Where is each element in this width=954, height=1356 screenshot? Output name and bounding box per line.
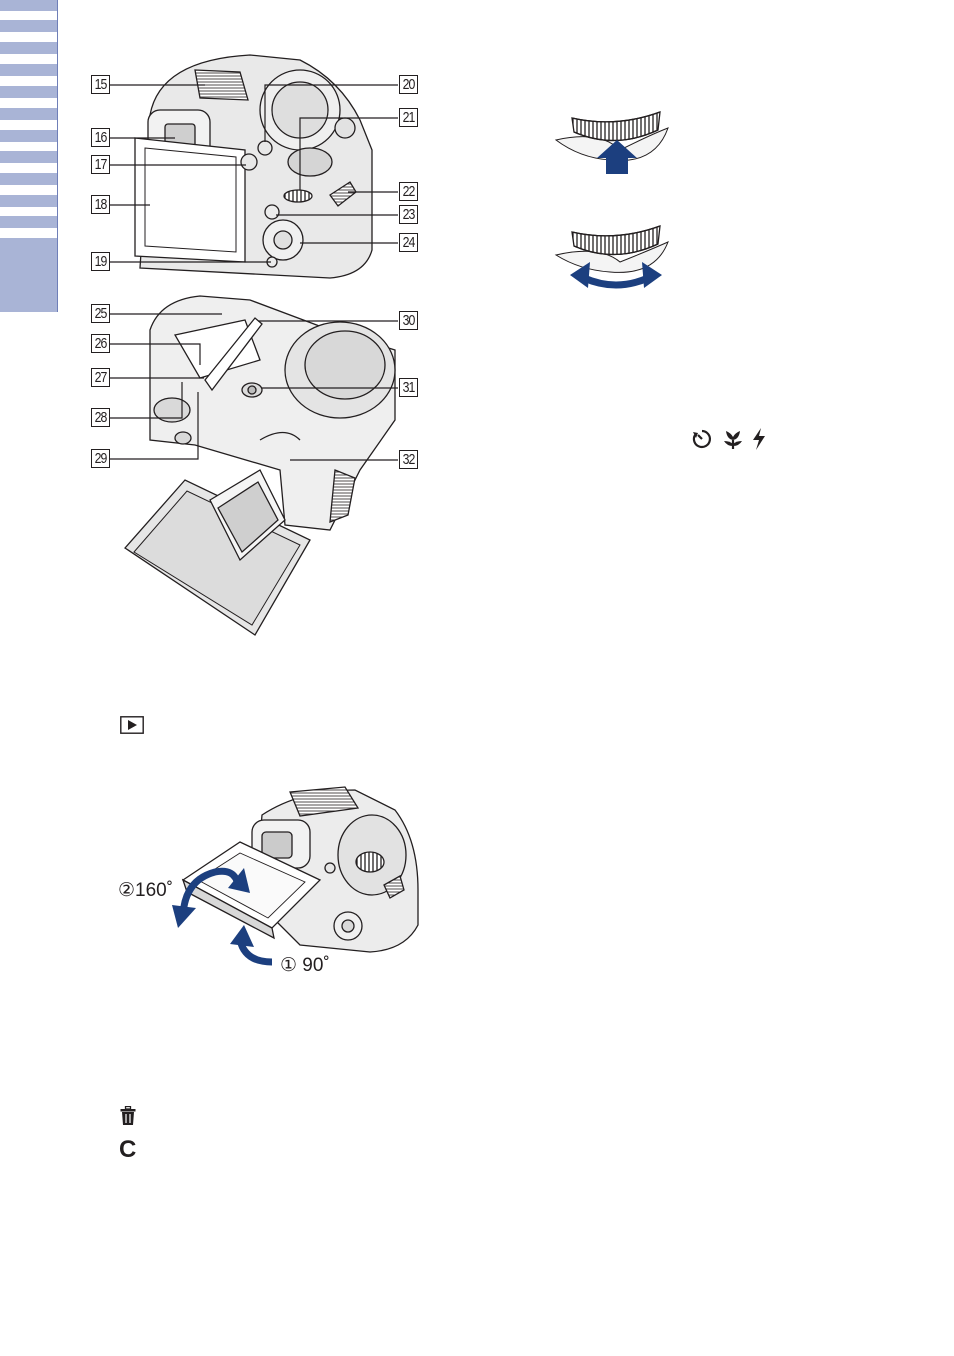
angle-label-90: ① 90˚	[280, 954, 330, 977]
callout-32: 32	[399, 450, 418, 469]
dial-turn-illustration	[556, 226, 668, 288]
callout-30: 30	[399, 311, 418, 330]
callout-18: 18	[91, 195, 110, 214]
callout-27: 27	[91, 368, 110, 387]
flash-icon	[751, 428, 767, 450]
camera-bottom-illustration	[125, 296, 395, 635]
self-timer-icon	[691, 428, 713, 450]
angle-label-160: ②160˚	[118, 879, 173, 902]
camera-rear-illustration	[135, 55, 372, 278]
callout-22: 22	[399, 182, 418, 201]
callout-19: 19	[91, 252, 110, 271]
callout-24: 24	[399, 233, 418, 252]
callout-28: 28	[91, 408, 110, 427]
callout-25: 25	[91, 304, 110, 323]
callout-17: 17	[91, 155, 110, 174]
callout-26: 26	[91, 334, 110, 353]
c-key-icon: C	[119, 1136, 136, 1164]
callout-21: 21	[399, 108, 418, 127]
callout-20: 20	[399, 75, 418, 94]
callout-15: 15	[91, 75, 110, 94]
callout-31: 31	[399, 378, 418, 397]
callout-29: 29	[91, 449, 110, 468]
dial-push-illustration	[556, 112, 668, 174]
trash-icon	[120, 1106, 136, 1126]
macro-icon	[721, 427, 745, 451]
playback-icon	[120, 716, 144, 734]
callout-23: 23	[399, 205, 418, 224]
callout-16: 16	[91, 128, 110, 147]
